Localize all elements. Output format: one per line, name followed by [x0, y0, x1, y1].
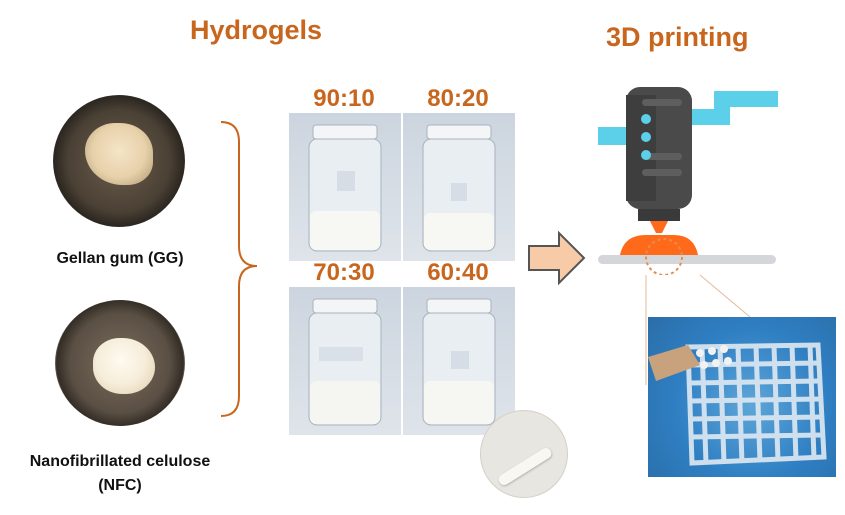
- 3d-printer-icon: [598, 87, 778, 275]
- ratio-label-4: 60:40: [427, 259, 489, 286]
- hydrogels-heading: Hydrogels: [190, 15, 323, 45]
- nfc-dish-image: [55, 300, 185, 426]
- jar-graphic: [308, 298, 382, 426]
- spatula-shape: [496, 445, 554, 488]
- ratio-label-3: 70:30: [313, 259, 375, 286]
- scaffold-grid-graphic: [648, 342, 827, 466]
- nfc-gel: [93, 338, 155, 394]
- jar-photo-80-20: [403, 113, 515, 261]
- nfc-label-line1: Nanofibrillated celulose: [29, 453, 211, 470]
- ratio-label-2: 80:20: [427, 85, 489, 112]
- jar-graphic: [308, 124, 382, 252]
- gellan-powder: [85, 123, 153, 185]
- 3d-printing-heading: 3D printing: [606, 22, 749, 52]
- jar-graphic: [422, 298, 496, 426]
- jar-photo-60-40: [403, 287, 515, 435]
- spatula-inset-image: [480, 410, 568, 498]
- jar-photo-70-30: [289, 287, 401, 435]
- printed-scaffold-photo: [648, 317, 836, 477]
- ratio-label-1: 90:10: [313, 85, 375, 112]
- process-arrow-icon: [528, 230, 586, 286]
- brace-icon: [220, 121, 258, 417]
- gellan-gum-label: Gellan gum (GG): [56, 250, 184, 267]
- nfc-label-line2: (NFC): [98, 477, 142, 494]
- jar-graphic: [422, 124, 496, 252]
- gellan-gum-dish-image: [53, 95, 185, 227]
- jar-photo-90-10: [289, 113, 401, 261]
- zoom-connector-lines: [645, 274, 751, 385]
